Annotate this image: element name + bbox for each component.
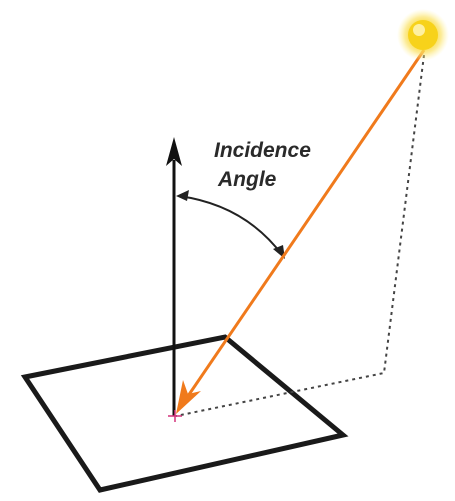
sun-projection-line [175,54,425,417]
angle-arc-arrowhead-right [273,245,285,259]
incidence-angle-label-line2: Angle [217,168,277,191]
normal-arrowhead [166,137,182,166]
sun-ray [186,49,426,397]
sun-ray-arrowhead [176,380,201,414]
incidence-angle-label-line1: Incidence [214,139,311,162]
incidence-point-marker [168,410,182,422]
sun-icon [397,9,449,61]
angle-arc-arrowhead-left [176,190,189,201]
incidence-angle-arc [178,195,284,257]
surface-plane [20,334,349,493]
